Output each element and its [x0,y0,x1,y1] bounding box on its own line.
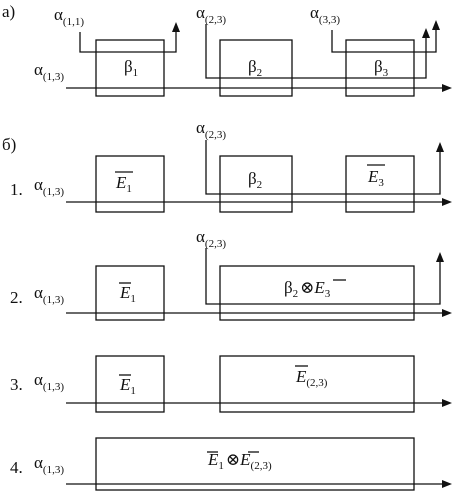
svg-text:E3: E3 [367,167,384,189]
step-label-3: 3. [10,375,23,394]
path-alpha-1-1 [79,22,180,53]
alpha-1-3-label-step-4: α(1,3) [34,453,64,476]
svg-text:E1: E1 [115,173,132,195]
box-beta-2-step-1: β2 [219,155,293,213]
path-alpha-2-3-a [205,24,430,79]
alpha-1-3-label-step-3: α(1,3) [34,370,64,393]
alpha-2-3-label-step-2: α(2,3) [196,227,226,250]
path-alpha-3-3 [331,20,440,53]
step-label-2: 2. [10,288,23,307]
alpha-2-3-label-step-1: α(2,3) [196,118,226,141]
svg-text:E1⊗E(2,3): E1⊗E(2,3) [207,450,272,472]
alpha-1-1-label: α(1,1) [54,5,84,28]
alpha-1-3-label-step-2: α(1,3) [34,283,64,306]
svg-text:E1: E1 [119,375,136,397]
svg-text:β2: β2 [248,169,262,191]
alpha-3-3-label: α(3,3) [310,3,340,26]
alpha-1-3-label-step-1: α(1,3) [34,175,64,198]
path-alpha-2-3-step-1 [205,140,444,195]
svg-text:β2⊗E3: β2⊗E3 [284,278,331,300]
svg-text:E(2,3): E(2,3) [295,367,328,389]
main-line-step-2 [66,309,452,317]
panel-label-a: а) [2,2,15,21]
svg-text:β2: β2 [248,57,262,79]
step-label-4: 4. [10,458,23,477]
box-e-1-step-1: E1 [95,155,165,213]
box-e-1-otimes-e-2-3: E1⊗E(2,3) [95,437,415,491]
svg-text:E1: E1 [119,283,136,305]
alpha-2-3-label-a: α(2,3) [196,3,226,26]
box-e-2-3: E(2,3) [219,355,415,413]
alpha-1-3-label-a: α(1,3) [34,60,64,83]
main-line-step-1 [66,198,452,206]
main-line-step-3 [66,399,452,407]
svg-text:β3: β3 [374,57,389,79]
box-e-3-step-1: E3 [345,155,415,213]
panel-label-b: б) [2,135,16,154]
box-beta-2-otimes-e-3: β2⊗E3 [219,265,415,321]
path-alpha-2-3-step-2 [205,248,444,305]
svg-text:β1: β1 [124,57,138,79]
main-line-step-4 [66,480,452,488]
box-e-1-step-2: E1 [95,265,165,321]
main-line-a [66,84,452,92]
step-label-1: 1. [10,180,23,199]
